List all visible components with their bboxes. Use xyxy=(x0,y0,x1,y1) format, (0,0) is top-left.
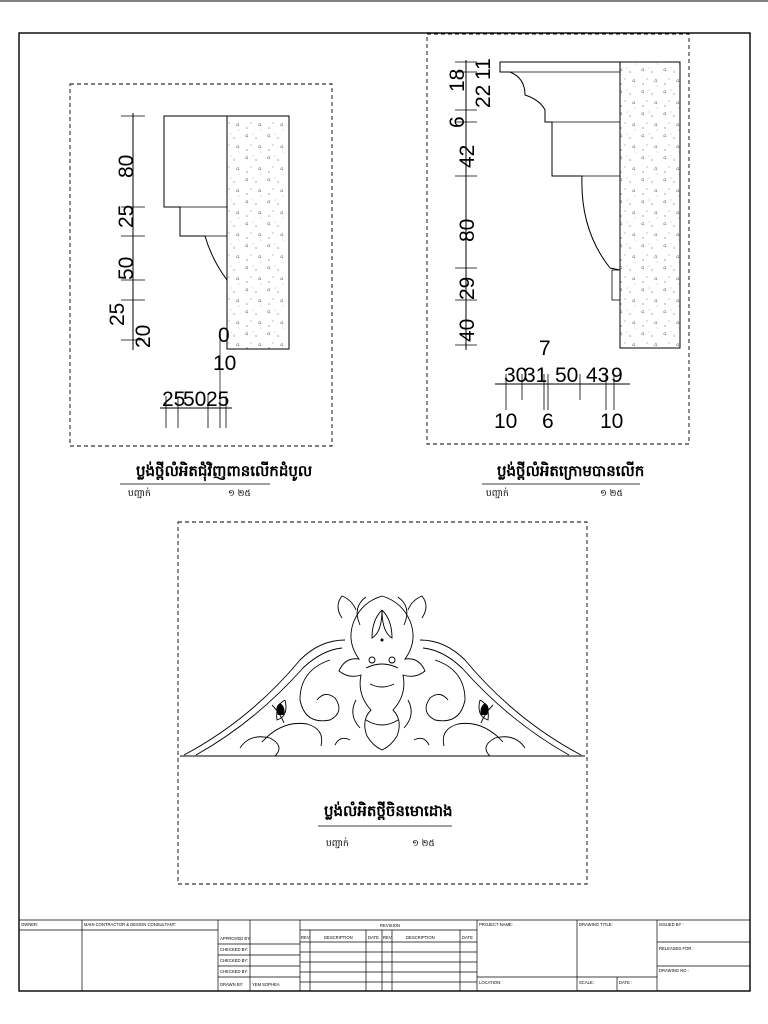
detail-1-hdim-1: 50 xyxy=(183,388,206,411)
detail-2-vdim-3: 6 xyxy=(446,116,469,128)
detail-2-vdim-6: 29 xyxy=(456,277,479,300)
detail-2-cornice-profile xyxy=(499,61,621,271)
detail-2-hdim-top-2: 50 xyxy=(555,364,578,387)
revision-label: REVISION xyxy=(380,923,400,928)
drawing-title-label: DRAWING TITLE: xyxy=(579,922,613,927)
detail-2-hdim-top-1: 31 xyxy=(524,364,547,387)
detail-2-hdim-bot-1: 6 xyxy=(542,410,554,433)
rev-header-2: REV xyxy=(383,935,392,940)
title-block xyxy=(19,919,750,991)
sheet-border xyxy=(18,32,751,992)
detail-1: 80 25 50 25 20 25 50 25 10 0 ប្លង់ថ្ពីលំ… xyxy=(69,83,333,499)
detail-1-frame xyxy=(69,83,333,447)
scale-label: SCALE: xyxy=(579,980,594,985)
detail-2-wall-hatch xyxy=(619,61,681,349)
issued-by-label: ISSUED BY : xyxy=(659,922,684,927)
date-header-2: DATE xyxy=(462,935,473,940)
detail-2-hdim-bot-0: 10 xyxy=(494,410,517,433)
detail-1-scale-label: បញ្ជាក់ xyxy=(128,487,151,499)
detail-2-hdim-bot-2: 10 xyxy=(600,410,623,433)
location-label: LOCATION: xyxy=(479,980,501,985)
detail-2-vdim-1: 22 xyxy=(472,85,495,108)
drawn-by-name: YEM SOPHEA xyxy=(252,982,280,987)
detail-1-scale-value: ១ ២៥ xyxy=(228,489,251,499)
checked-by-label-1: CHECKED BY: xyxy=(220,947,248,952)
detail-1-hdim-2: 25 xyxy=(206,388,229,411)
project-name-label: PROJECT NAME: xyxy=(479,922,513,927)
owner-label: OWNER: xyxy=(21,922,38,927)
detail-2-vdim-5: 80 xyxy=(456,219,479,242)
detail-2-scale-label: បញ្ជាក់ xyxy=(486,487,509,499)
detail-1-extra-dim-0: 10 xyxy=(213,352,236,375)
detail-2-vdim-4: 42 xyxy=(456,145,479,168)
detail-3-title: ប្លង់លំអិតថ្ពីចិនមោដោង xyxy=(324,801,453,820)
description-header-1: DESCRIPTION xyxy=(324,935,353,940)
detail-3-scale-value: ១ ២៥ xyxy=(412,839,435,849)
detail-1-vdim-3: 25 xyxy=(106,303,129,326)
date-label: DATE : xyxy=(619,980,632,985)
checked-by-label-2: CHECKED BY: xyxy=(220,958,248,963)
approved-by-label: APPROVED BY: xyxy=(220,936,251,941)
detail-2-vdim-0: 11 xyxy=(472,58,495,80)
drawn-by-label: DRAWN BY: xyxy=(220,982,243,987)
detail-1-hdim-0: 25 xyxy=(162,388,185,411)
detail-3-ornament xyxy=(183,595,582,757)
detail-1-extra-dim-1: 0 xyxy=(218,324,230,347)
detail-2: 11 22 18 6 42 80 29 40 30 31 50 43 9 10 … xyxy=(426,33,690,499)
date-header-1: DATE xyxy=(368,935,379,940)
detail-1-vdim-0: 80 xyxy=(115,155,138,178)
detail-2-vdim-7: 40 xyxy=(456,319,479,342)
consultant-label: MAIN CONTRACTOR & DESIGN CONSULTANT: xyxy=(84,922,176,927)
drawing-no-label: DRAWING NO : xyxy=(659,968,689,973)
released-for-label: RELEASED FOR : xyxy=(659,946,694,951)
rev-header-1: REV xyxy=(301,935,310,940)
detail-2-vdim-2: 18 xyxy=(446,69,469,92)
detail-2-title: ប្លង់ថ្ពីលំអិតក្រោមបានលើក xyxy=(497,461,644,480)
detail-2-hdim-top-3: 43 xyxy=(586,364,609,387)
title-block-labels: OWNER: MAIN CONTRACTOR & DESIGN CONSULTA… xyxy=(21,922,694,987)
detail-2-hdim-top-4: 9 xyxy=(611,364,623,387)
detail-1-cornice-profile xyxy=(163,115,228,281)
detail-3-scale-label: បញ្ជាក់ xyxy=(326,837,349,849)
detail-1-wall-hatch xyxy=(226,115,290,350)
detail-2-extra-dim-0: 7 xyxy=(539,337,551,360)
detail-3-ornament-dark xyxy=(276,638,489,715)
checked-by-label-3: CHECKED BY: xyxy=(220,969,248,974)
detail-1-vdim-2: 50 xyxy=(115,257,138,280)
description-header-2: DESCRIPTION xyxy=(406,935,435,940)
detail-3-frame xyxy=(177,521,588,885)
detail-1-vdim-4: 20 xyxy=(132,325,155,348)
detail-1-vdim-1: 25 xyxy=(115,205,138,228)
detail-2-scale-value: ១ ២៥ xyxy=(600,489,623,499)
detail-1-title: ប្លង់ថ្ពីលំអិតជុំវិញពានលើកដំបូល xyxy=(136,461,312,482)
detail-3: ប្លង់លំអិតថ្ពីចិនមោដោង បញ្ជាក់ ១ ២៥ xyxy=(177,521,588,885)
detail-2-hdim-top-0: 30 xyxy=(504,364,527,387)
